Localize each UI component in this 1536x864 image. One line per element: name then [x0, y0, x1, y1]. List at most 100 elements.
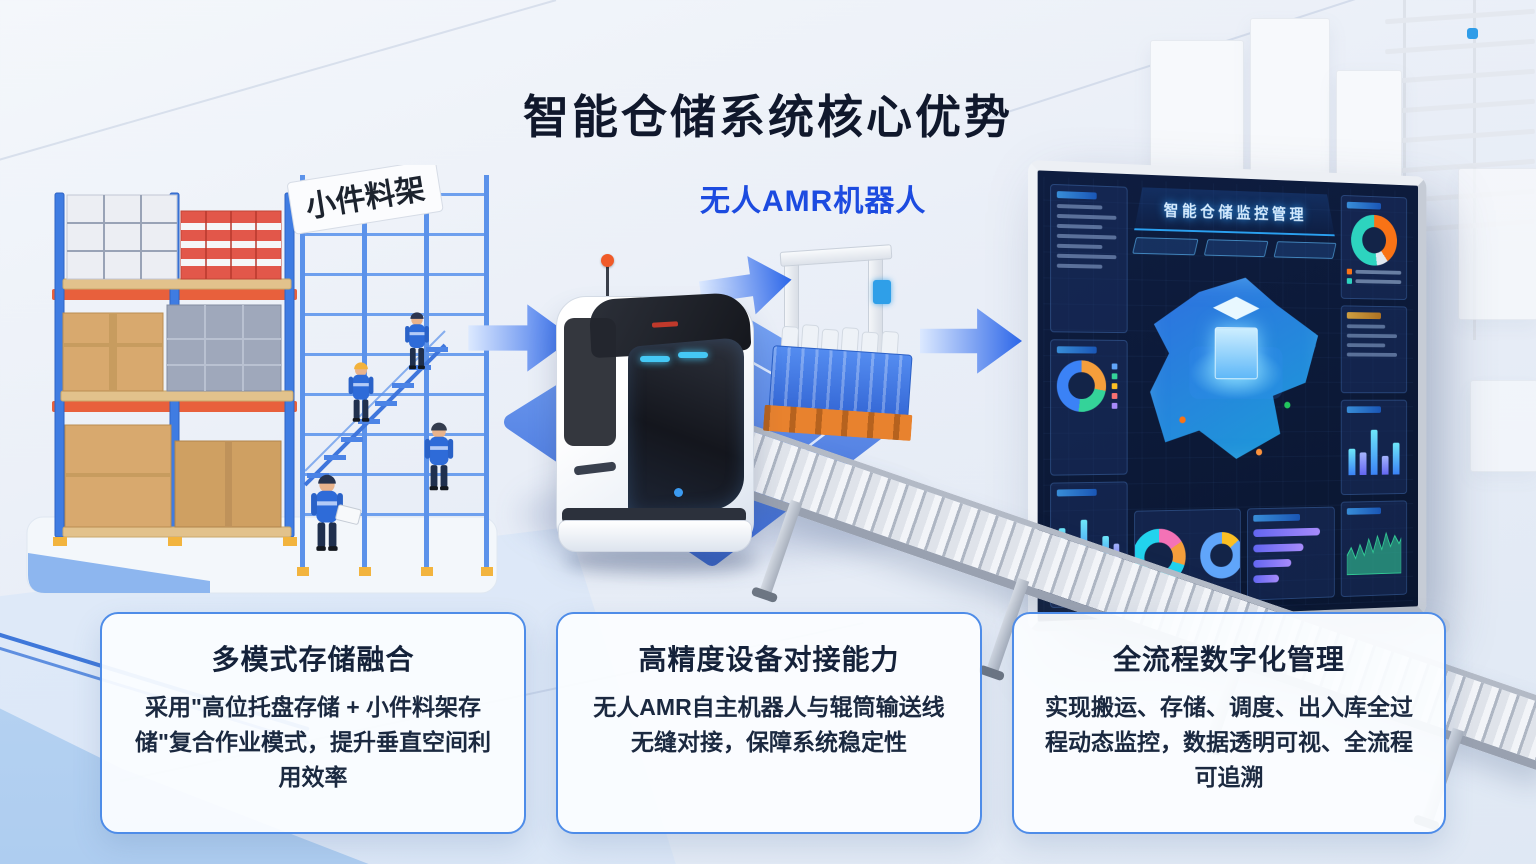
rack-foot [283, 537, 297, 546]
panel-area-chart [1340, 500, 1408, 598]
hologram-cube [1214, 327, 1258, 380]
panel-header [1346, 507, 1381, 515]
panel-donut-right [1340, 194, 1408, 300]
wrapped-pallet-stack [66, 194, 178, 280]
robot-front-window [628, 336, 744, 518]
panel-header [1056, 488, 1097, 497]
page-title: 智能仓储系统核心优势 [523, 90, 1013, 143]
dashboard-tab-chip [1132, 237, 1199, 256]
panel-header [1056, 191, 1097, 200]
bar [1381, 455, 1389, 475]
faux-row [1346, 333, 1397, 339]
amr-robot-label: 无人AMR机器人 [700, 185, 927, 218]
legend-row [1346, 268, 1402, 276]
cardboard-boxes [62, 312, 164, 392]
worker-standing-right [424, 422, 454, 491]
vertical-bar-chart [1347, 418, 1401, 477]
map-dot [1284, 401, 1291, 409]
faux-row [1056, 243, 1102, 249]
panel-donut-main [1050, 338, 1128, 476]
rack-sign: 小件料架 [287, 165, 444, 235]
flow-arrow-right-icon [920, 308, 1022, 374]
feature-card-storage: 多模式存储融合 采用"高位托盘存储 + 小件料架存储"复合作业模式，提升垂直空间… [100, 612, 526, 834]
rack-foot [168, 537, 182, 546]
dashboard-tab-chip [1203, 239, 1269, 258]
bar [1392, 442, 1400, 475]
shelf-bar [1385, 38, 1535, 55]
panel-header [1346, 405, 1381, 413]
panel-data-table [1050, 183, 1128, 333]
bar [1359, 452, 1367, 475]
feature-card-digital: 全流程数字化管理 实现搬运、存储、调度、出入库全过程动态监控，数据透明可视、全流… [1012, 612, 1446, 834]
legend-row [1111, 402, 1121, 409]
panel-header [1346, 312, 1381, 320]
crate-on-conveyor [762, 324, 920, 455]
shelf-bar [1385, 8, 1535, 25]
panel-header [1253, 513, 1301, 522]
donut-chart [1199, 531, 1241, 580]
dashboard-center-column: 智能仓储监控管理 [1132, 187, 1337, 605]
background-box [1458, 168, 1536, 320]
gate-screen [873, 280, 891, 304]
robot-chassis [558, 520, 752, 552]
worker-on-stairs [348, 362, 374, 422]
map-dot [1256, 449, 1263, 456]
faux-row [1346, 343, 1386, 348]
donut-chart [1351, 214, 1398, 267]
clipboard [335, 504, 362, 525]
faux-row [1346, 352, 1397, 357]
robot-light-strip [640, 356, 670, 362]
robot-antenna-ball [601, 254, 614, 267]
shelf-post [1403, 0, 1406, 330]
donut-chart [1056, 359, 1107, 412]
scene-platform-side [28, 553, 210, 593]
blue-marker-dot [1467, 28, 1478, 39]
map-area [1134, 261, 1335, 504]
faux-row [1056, 263, 1102, 269]
panel-header [1346, 201, 1381, 210]
rack-foot [297, 567, 309, 576]
area-chart [1346, 519, 1402, 575]
red-box-stack [180, 210, 282, 280]
faux-row [1056, 233, 1116, 240]
warehouse-rack-scene: 小件料架 [26, 165, 498, 594]
background-box [1250, 18, 1330, 180]
bar [1253, 574, 1280, 584]
pallet-rack [52, 192, 297, 546]
faux-row [1346, 324, 1386, 329]
faux-row [1056, 253, 1116, 260]
robot-side-panel [564, 318, 616, 446]
map-dot [1179, 416, 1186, 423]
dashboard-title: 智能仓储监控管理 [1163, 202, 1308, 225]
dashboard-title-banner: 智能仓储监控管理 [1134, 187, 1335, 236]
rack-sign-board [287, 165, 444, 235]
faux-row [1056, 213, 1116, 220]
panel-hbar-chart [1247, 506, 1335, 601]
bar [1348, 448, 1356, 475]
rack-foot [53, 537, 67, 546]
card-title: 全流程数字化管理 [1112, 644, 1345, 675]
horizontal-bar-chart [1253, 527, 1328, 584]
rack-foot [359, 567, 371, 576]
robot-antenna [606, 262, 609, 304]
bar [1370, 429, 1378, 475]
dashboard-right-column [1340, 194, 1408, 598]
dashboard-tabs [1132, 237, 1337, 259]
faux-row [1056, 223, 1102, 230]
gray-boxes [166, 304, 282, 392]
flow-arrow-right-icon [468, 304, 574, 372]
legend-row [1111, 372, 1121, 379]
background-box [1470, 380, 1536, 472]
faux-row [1056, 203, 1102, 210]
rack-foot [481, 567, 493, 576]
panel-header [1056, 345, 1097, 354]
feature-card-docking: 高精度设备对接能力 无人AMR自主机器人与辊筒输送线无缝对接，保障系统稳定性 [556, 612, 982, 834]
robot-shadow [566, 548, 756, 574]
legend-row [1111, 363, 1121, 369]
card-title: 多模式存储融合 [211, 644, 415, 675]
robot-led [674, 488, 683, 497]
bar [1253, 558, 1292, 568]
legend-row [1111, 382, 1121, 389]
panel-list-right [1340, 305, 1408, 393]
legend-row [1111, 392, 1121, 399]
